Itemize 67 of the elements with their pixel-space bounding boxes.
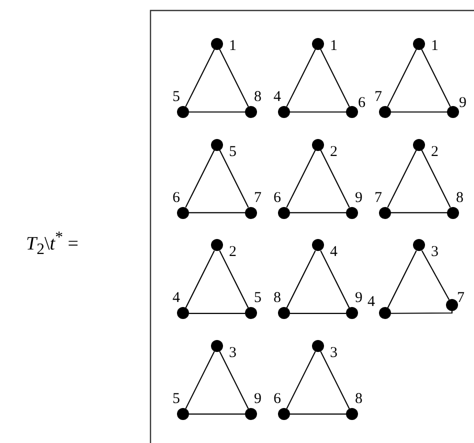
edge-line <box>189 111 245 113</box>
edge-line <box>391 111 447 113</box>
vertex-number: 9 <box>254 392 262 408</box>
edge-line <box>391 212 447 214</box>
vertex-number: 8 <box>456 190 464 206</box>
edge-line <box>421 150 451 208</box>
edge-line <box>290 212 346 214</box>
vertex-number: 5 <box>172 90 180 105</box>
vertex-number: 9 <box>355 190 362 206</box>
edge-line <box>185 49 215 107</box>
vertex-number: 7 <box>457 291 464 306</box>
edge-line <box>387 250 417 308</box>
edge-line <box>320 49 350 107</box>
vertex-number: 7 <box>254 190 262 206</box>
vertex-number: 9 <box>459 96 466 111</box>
edge-line <box>185 250 215 308</box>
edge-line <box>387 150 417 208</box>
vertex-number: 2 <box>431 144 438 160</box>
edge-line <box>189 212 245 214</box>
vertex-number: 5 <box>254 291 262 306</box>
vertex-number: 6 <box>274 190 281 206</box>
edge-line <box>320 150 350 208</box>
vertex-number: 8 <box>254 90 262 105</box>
edge-line <box>320 250 350 308</box>
formula-label: T$_{2}$\t$^{*}$ = <box>26 228 78 260</box>
vertex-number: 3 <box>431 245 438 260</box>
vertex-number: 8 <box>274 291 281 306</box>
edge-line <box>219 150 249 208</box>
edge-line <box>185 150 215 208</box>
edge-line <box>421 250 450 300</box>
edge-line <box>189 414 245 415</box>
vertex-number: 9 <box>355 291 362 306</box>
vertex-number: 7 <box>374 190 382 206</box>
edge-line <box>185 351 215 409</box>
vertex-number: 1 <box>330 39 338 54</box>
edge-line <box>290 111 346 113</box>
edge-line <box>286 150 316 208</box>
edge-line <box>421 49 451 107</box>
vertex-number: 4 <box>172 291 180 306</box>
vertex-number: 5 <box>229 144 236 160</box>
vertex-number: 6 <box>274 392 281 408</box>
vertex-number: 4 <box>368 295 375 310</box>
vertex-number: 5 <box>172 392 180 408</box>
vertex-number: 1 <box>431 39 438 54</box>
edge-line <box>290 312 346 314</box>
vertex-number: 4 <box>274 90 281 105</box>
vertex-number: 6 <box>358 96 366 111</box>
edge-line <box>387 49 417 107</box>
edge-line <box>391 311 453 314</box>
vertex-number: 4 <box>330 245 338 260</box>
vertex-number: 7 <box>374 90 382 105</box>
edge-line <box>286 49 316 107</box>
vertex-number: 3 <box>330 346 338 362</box>
edge-line <box>219 250 249 308</box>
vertex-number: 1 <box>229 39 236 54</box>
vertex-number: 3 <box>229 346 236 362</box>
edge-line <box>290 414 346 415</box>
edge-line <box>219 49 249 107</box>
edge-line <box>320 351 350 409</box>
vertex-number: 6 <box>172 190 180 206</box>
vertex-number: 8 <box>355 392 362 408</box>
edge-line <box>219 351 249 409</box>
edge-line <box>286 250 316 308</box>
vertex-number: 2 <box>330 144 338 160</box>
vertex-number: 2 <box>229 245 236 260</box>
edge-line <box>189 312 245 314</box>
edge-line <box>286 351 316 409</box>
